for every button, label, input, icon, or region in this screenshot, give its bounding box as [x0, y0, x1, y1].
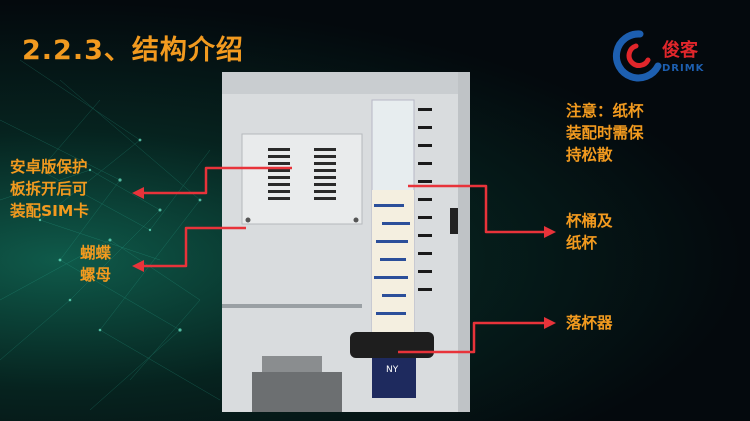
- logo-subtitle: DRIMK: [662, 63, 705, 74]
- callout-line: 纸杯: [566, 234, 598, 252]
- callout-butterfly-nut: 蝴蝶 螺母: [80, 242, 111, 286]
- dispenser-label: NY: [386, 365, 399, 375]
- slide-title: 2.2.3、结构介绍: [22, 35, 244, 66]
- callout-note: 注意：纸杯 装配时需保 持松散: [566, 100, 644, 166]
- callout-cup-tube: 杯桶及 纸杯: [566, 210, 613, 254]
- callout-line: 安卓版保护: [10, 158, 88, 176]
- company-logo-icon: [613, 30, 662, 82]
- callout-line: 装配时需保: [566, 124, 644, 142]
- callout-line: 蝴蝶: [80, 244, 112, 262]
- logo-name: 俊客: [662, 40, 698, 61]
- machine-illustration: NY: [222, 72, 470, 412]
- callout-line: 落杯器: [566, 314, 613, 332]
- callout-line: 板拆开后可: [10, 180, 88, 198]
- machine-photo: NY: [222, 72, 470, 412]
- callout-line: 螺母: [80, 266, 112, 284]
- callout-android-board: 安卓版保护 板拆开后可 装配SIM卡: [10, 156, 89, 222]
- callout-line: 持松散: [566, 146, 613, 164]
- callout-line: 杯桶及: [566, 212, 613, 230]
- callout-line: 装配SIM卡: [10, 202, 89, 220]
- callout-dropper: 落杯器: [566, 312, 613, 334]
- callout-line: 注意：纸杯: [566, 102, 644, 120]
